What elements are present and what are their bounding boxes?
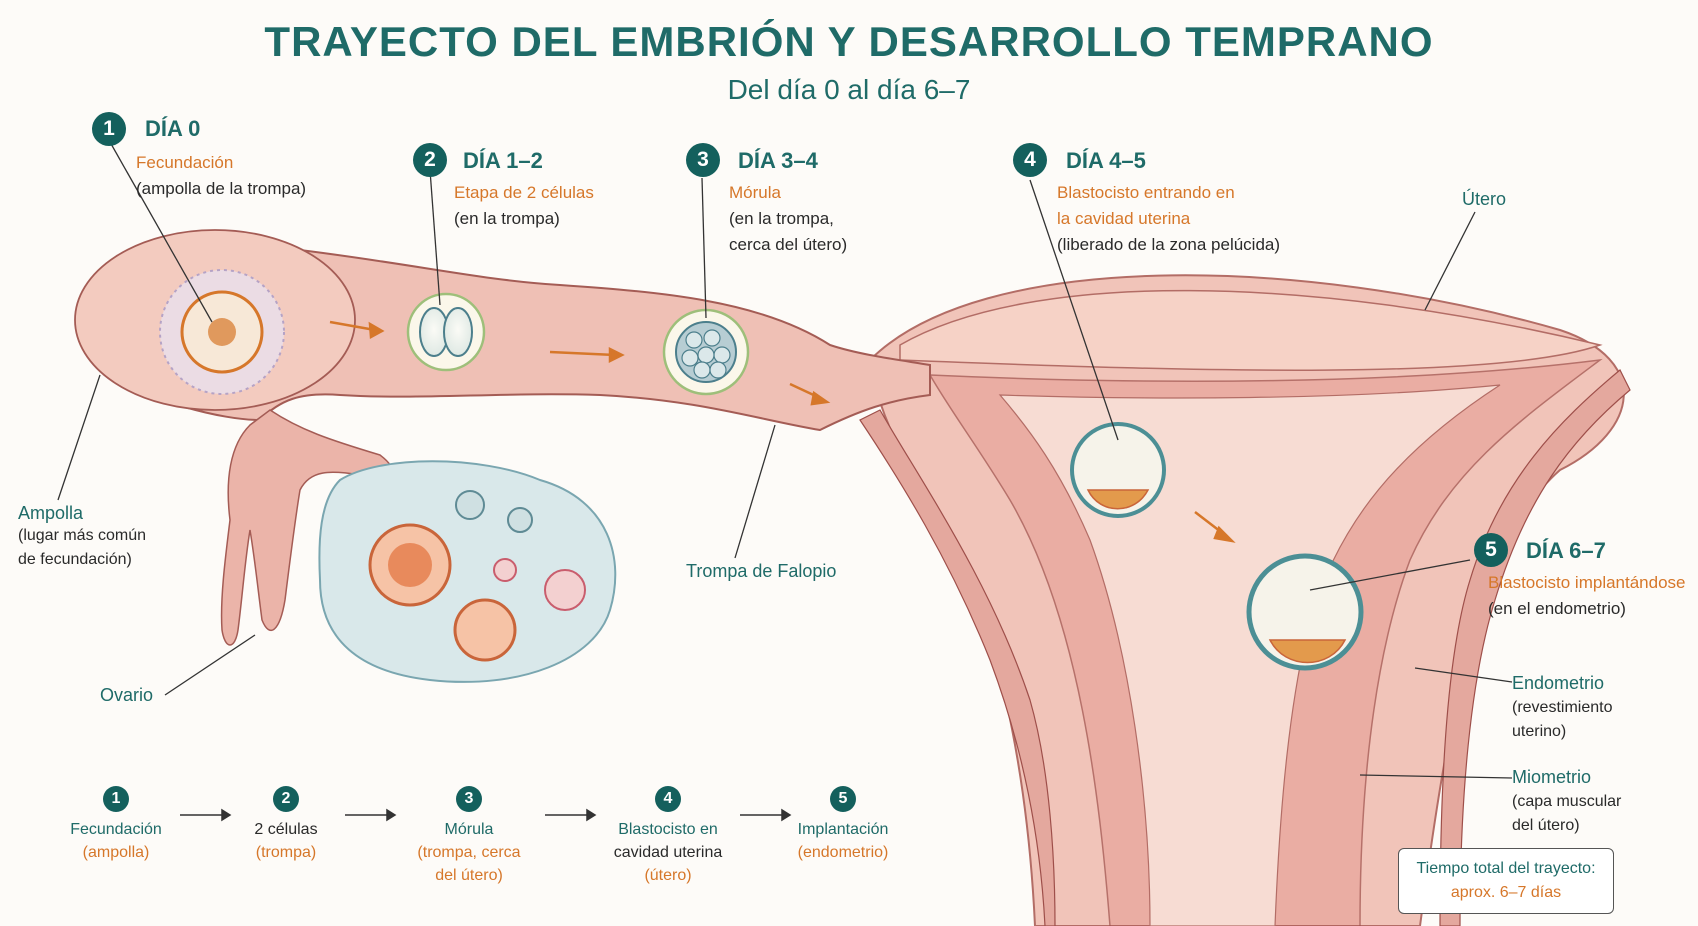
step-1-stage: Fecundación [136,153,234,172]
total-duration-label: Tiempo total del trayecto: [1416,860,1596,877]
blastocyst-inner-mass [1086,489,1150,510]
blastocyst-implanting-inner-mass [1268,639,1347,664]
timeline-4-text: Blastocisto en cavidad uterina (útero) [593,818,743,887]
label-ampolla-desc-line2: de fecundación) [18,551,132,568]
ovary-follicle [453,598,517,662]
ovary-follicle [455,490,485,520]
step-4-stage-line1: Blastocisto entrando en [1057,183,1235,202]
label-endometrio: Endometrio [1512,673,1605,693]
ovary [318,460,617,683]
step-1-day: DÍA 0 [145,116,201,141]
step-2-day: DÍA 1–2 [463,148,543,173]
ovary-follicle [493,558,517,582]
step-3-badge: 3 [686,143,720,177]
timeline-3-line2: (trompa, cerca [417,844,521,861]
label-endometrio-desc-line2: uterino) [1512,723,1567,740]
timeline-3-line3: del útero) [435,867,503,884]
timeline-2-line2: (trompa) [255,844,317,861]
page-subtitle: Del día 0 al día 6–7 [727,74,971,105]
step-2-stage: Etapa de 2 células [454,183,594,202]
ovary-follicle [544,569,586,611]
timeline-2-line1: 2 células [254,821,318,838]
timeline-1-line1: Fecundación [70,821,162,838]
uterus-fundus [899,289,1603,371]
step-4-badge: 4 [1013,143,1047,177]
step-4-place: (liberado de la zona pelúcida) [1057,235,1281,254]
step-3-place-line2: cerca del útero) [729,235,848,254]
step-5-day: DÍA 6–7 [1526,538,1606,563]
label-miometrio: Miometrio [1512,767,1592,787]
step-2-place: (en la trompa) [454,209,560,228]
step-5-place: (en el endometrio) [1488,599,1626,618]
timeline-3-badge: 3 [456,786,482,812]
timeline-5-badge: 5 [830,786,856,812]
label-ampolla-desc-line1: (lugar más común [18,527,147,544]
label-ampolla: Ampolla [18,503,84,523]
uterus-lower-left [859,409,1056,926]
timeline-3-line1: Mórula [444,821,494,838]
step-5-stage: Blastocisto implantándose [1488,573,1686,592]
total-duration-box: Tiempo total del trayecto: aprox. 6–7 dí… [1398,848,1614,914]
egg-nucleus [208,318,236,346]
timeline-1-badge: 1 [103,786,129,812]
step-5-badge: 5 [1474,533,1508,567]
uterine-cavity [998,384,1501,926]
label-ovario: Ovario [100,685,154,705]
ovary-follicle [507,507,533,533]
label-trompa: Trompa de Falopio [686,561,837,581]
step-2-badge: 2 [413,143,447,177]
timeline-2-badge: 2 [273,786,299,812]
timeline-4-badge: 4 [655,786,681,812]
timeline-1-line2: (ampolla) [82,844,150,861]
label-utero: Útero [1462,189,1507,209]
page-title: TRAYECTO DEL EMBRIÓN Y DESARROLLO TEMPRA… [264,18,1434,65]
timeline-5-line2: (endometrio) [797,844,889,861]
timeline-4-line1: Blastocisto en [618,821,718,838]
step-3-place-line1: (en la trompa, [729,209,834,228]
ovary-follicle-core [388,543,432,587]
step-4-stage-line2: la cavidad uterina [1057,209,1191,228]
step-3-day: DÍA 3–4 [738,148,818,173]
timeline-4-line3: (útero) [644,867,692,884]
timeline-4-line2: cavidad uterina [613,844,723,861]
step-1-place: (ampolla de la trompa) [136,179,307,198]
timeline-3-text: Mórula (trompa, cerca del útero) [394,818,544,887]
timeline-5-line1: Implantación [797,821,889,838]
label-miometrio-desc-line1: (capa muscular [1512,793,1622,810]
timeline-5-text: Implantación (endometrio) [768,818,918,864]
total-duration-value: aprox. 6–7 días [1450,884,1562,901]
two-cell-blastomere [443,307,473,357]
label-endometrio-desc-line1: (revestimiento [1512,699,1613,716]
label-miometrio-desc-line2: del útero) [1512,817,1580,834]
step-3-stage: Mórula [729,183,781,202]
step-1-badge: 1 [92,112,126,146]
timeline-1-text: Fecundación (ampolla) [41,818,191,864]
step-4-day: DÍA 4–5 [1066,148,1146,173]
timeline-2-text: 2 células (trompa) [211,818,361,864]
